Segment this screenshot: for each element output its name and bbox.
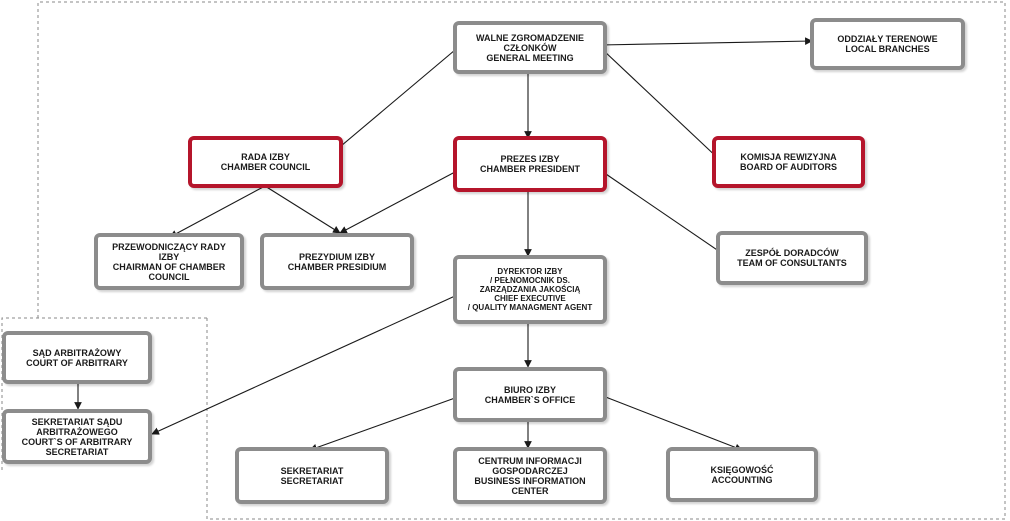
node-chamber-presidium-label: PREZYDIUM IZBY CHAMBER PRESIDIUM [287, 251, 387, 272]
link-director-to-court-secretariat [151, 295, 456, 435]
link-president-to-consultants [602, 171, 727, 257]
link-council-to-presidium [264, 185, 341, 234]
link-meeting-to-council [321, 49, 456, 163]
node-chief-executive: DYREKTOR IZBY / PEŁNOMOCNIK DS. ZARZĄDZA… [453, 255, 607, 324]
node-business-information-center: CENTRUM INFORMACJI GOSPODARCZEJ BUSINESS… [453, 447, 607, 504]
node-board-of-auditors-label: KOMISJA REWIZYJNA BOARD OF AUDITORS [739, 152, 837, 172]
node-court-secretariat: SEKRETARIAT SĄDU ARBITRAŻOWEGO COURT`S O… [2, 409, 152, 464]
node-chambers-office-label: BIURO IZBY CHAMBER`S OFFICE [484, 384, 576, 405]
node-secretariat: SEKRETARIAT SECRETARIAT [235, 447, 389, 504]
node-secretariat-label: SEKRETARIAT SECRETARIAT [280, 465, 344, 486]
node-business-information-center-label: CENTRUM INFORMACJI GOSPODARCZEJ BUSINESS… [474, 455, 586, 496]
node-chamber-council: RADA IZBY CHAMBER COUNCIL [188, 136, 343, 188]
node-chief-executive-label: DYREKTOR IZBY / PEŁNOMOCNIK DS. ZARZĄDZA… [467, 267, 593, 312]
node-chamber-presidium: PREZYDIUM IZBY CHAMBER PRESIDIUM [260, 233, 414, 290]
link-president-to-presidium [339, 171, 456, 234]
node-accounting: KSIĘGOWOŚĆ ACCOUNTING [666, 447, 818, 502]
node-chambers-office: BIURO IZBY CHAMBER`S OFFICE [453, 367, 607, 422]
node-chairman-of-council-label: PRZEWODNICZĄCY RADY IZBY CHAIRMAN OF CHA… [112, 241, 226, 282]
node-court-of-arbitrary-label: SĄD ARBITRAŻOWY COURT OF ARBITRARY [26, 347, 128, 368]
node-team-of-consultants-label: ZESPÓŁ DORADCÓW TEAM OF CONSULTANTS [737, 248, 847, 268]
node-general-meeting-label: WALNE ZGROMADZENIE CZŁONKÓW GENERAL MEET… [476, 32, 584, 63]
node-accounting-label: KSIĘGOWOŚĆ ACCOUNTING [710, 464, 774, 485]
link-office-to-accounting [602, 395, 743, 452]
node-chamber-president: PREZES IZBY CHAMBER PRESIDENT [453, 136, 607, 192]
link-meeting-to-branches [599, 37, 813, 46]
link-council-to-chairman [169, 185, 266, 238]
link-office-to-secretariat [309, 397, 456, 452]
node-board-of-auditors: KOMISJA REWIZYJNA BOARD OF AUDITORS [712, 136, 865, 188]
node-team-of-consultants: ZESPÓŁ DORADCÓW TEAM OF CONSULTANTS [716, 231, 868, 285]
node-court-secretariat-label: SEKRETARIAT SĄDU ARBITRAŻOWEGO COURT`S O… [21, 416, 133, 457]
link-meeting-to-auditors [602, 49, 723, 163]
node-general-meeting: WALNE ZGROMADZENIE CZŁONKÓW GENERAL MEET… [453, 21, 607, 74]
node-chamber-president-label: PREZES IZBY CHAMBER PRESIDENT [479, 154, 580, 174]
node-chairman-of-council: PRZEWODNICZĄCY RADY IZBY CHAIRMAN OF CHA… [94, 233, 244, 290]
node-local-branches: ODDZIAŁY TERENOWE LOCAL BRANCHES [810, 18, 965, 70]
node-court-of-arbitrary: SĄD ARBITRAŻOWY COURT OF ARBITRARY [2, 331, 152, 384]
node-chamber-council-label: RADA IZBY CHAMBER COUNCIL [220, 152, 311, 172]
node-local-branches-label: ODDZIAŁY TERENOWE LOCAL BRANCHES [837, 34, 938, 54]
